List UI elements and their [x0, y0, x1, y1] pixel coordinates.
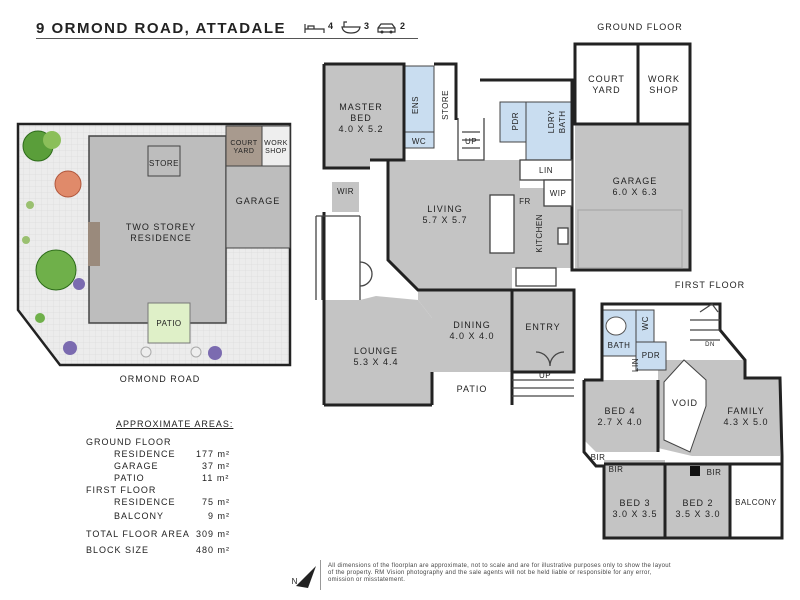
gf-stair-up-label: UP	[464, 137, 478, 146]
gf-wir-label: WIR	[336, 187, 355, 196]
gf-patio	[432, 374, 512, 406]
gf-lounge	[324, 296, 432, 405]
areas-block-label: BLOCK SIZE	[86, 545, 150, 555]
ff-lin-label: LIN	[631, 358, 640, 372]
gf-entry	[512, 290, 574, 372]
ff-bed4-label: BED 4 2.7 X 4.0	[597, 406, 643, 427]
gf-master-bed-label: MASTER BED 4.0 X 5.2	[338, 102, 384, 134]
ff-void	[663, 359, 707, 453]
car-icon	[377, 23, 396, 34]
ff-bed3	[604, 460, 665, 538]
gf-laundry-bath	[525, 101, 573, 161]
gf-dining-label: DINING 4.0 X 4.0	[449, 320, 495, 341]
ff-pdr-label: PDR	[641, 351, 661, 360]
areas-ff-balcony: BALCONY	[114, 511, 165, 521]
gf-wc-label: WC	[411, 137, 427, 146]
north-arrow-icon	[296, 566, 316, 588]
first-floor-heading: FIRST FLOOR	[674, 280, 746, 290]
areas-ff-residence: RESIDENCE	[114, 497, 176, 507]
site-store	[147, 145, 181, 177]
site-garage	[225, 165, 291, 249]
site-residence-text: TWO STOREY RESIDENCE	[125, 222, 197, 243]
site-step	[88, 222, 100, 266]
ff-bath-label: BATH	[607, 341, 631, 350]
gf-living-label: LIVING 5.7 X 5.7	[422, 204, 468, 225]
gf-workshop	[638, 44, 690, 122]
ff-bed3-label: BED 3 3.0 X 3.5	[612, 498, 658, 519]
site-patio	[147, 302, 191, 344]
areas-heading: APPROXIMATE AREAS:	[116, 419, 234, 429]
ff-bir1-label: BIR	[590, 453, 606, 462]
gf-lounge-label: LOUNGE 5.3 X 4.4	[353, 346, 399, 367]
areas-gf-garage: GARAGE	[114, 461, 159, 471]
gf-master-bed	[324, 64, 404, 168]
gf-garage	[575, 124, 690, 269]
ff-family-label: FAMILY 4.3 X 5.0	[723, 406, 769, 427]
title-underline	[36, 38, 418, 39]
gf-dining	[418, 290, 512, 372]
ff-void-label: VOID	[671, 398, 698, 408]
ff-bir2-label: BIR	[608, 465, 624, 474]
gf-wip-label: WIP	[549, 189, 567, 198]
ground-floor-heading: GROUND FLOOR	[597, 22, 683, 32]
approximate-areas-table: APPROXIMATE AREAS: GROUND FLOOR RESIDENC…	[86, 418, 256, 558]
ff-pdr	[635, 341, 667, 371]
gf-workshop-label: WORK SHOP	[648, 74, 680, 95]
ff-balcony	[730, 464, 782, 538]
gf-entry-up-label: UP	[538, 371, 552, 380]
gf-wir	[332, 182, 359, 212]
ff-bir3-label: BIR	[706, 468, 722, 477]
areas-ff-residence-value: 75 m²	[202, 497, 231, 507]
areas-gf-patio: PATIO	[114, 473, 145, 483]
bed-icon	[304, 24, 325, 33]
property-address-title: 9 ORMOND ROAD, ATTADALE	[36, 20, 287, 37]
areas-total-value: 309 m²	[196, 529, 231, 539]
site-workshop-label: WORK SHOP	[264, 140, 288, 155]
bath-count: 3	[364, 21, 370, 31]
gf-courtyard-label: COURT YARD	[588, 74, 625, 95]
gf-fr-label: FR	[519, 197, 531, 206]
street-name: ORMOND ROAD	[119, 374, 201, 384]
gf-garage-label: GARAGE 6.0 X 6.3	[612, 176, 658, 197]
disclaimer-divider	[320, 560, 321, 590]
areas-gf-residence: RESIDENCE	[114, 449, 176, 459]
ff-dn-label: DN	[705, 342, 715, 348]
areas-total-label: TOTAL FLOOR AREA	[86, 529, 190, 539]
gf-patio-label: PATIO	[456, 384, 488, 394]
areas-first-floor: FIRST FLOOR	[86, 485, 157, 495]
areas-ff-balcony-value: 9 m²	[208, 511, 230, 521]
gf-courtyard	[575, 44, 638, 122]
site-courtyard-label: COURT YARD	[230, 140, 258, 155]
site-residence-label: TWO STOREY RESIDENCE	[120, 222, 202, 244]
gf-entry-label: ENTRY	[525, 322, 561, 332]
ff-balcony-label: BALCONY	[735, 498, 777, 507]
site-garage-label: GARAGE	[235, 196, 281, 206]
areas-gf-garage-value: 37 m²	[202, 461, 231, 471]
ff-bir-marker	[690, 466, 700, 476]
car-count: 2	[400, 21, 406, 31]
areas-ground-floor: GROUND FLOOR	[86, 437, 172, 447]
areas-gf-patio-value: 11 m²	[202, 473, 230, 483]
site-patio-label: PATIO	[156, 319, 182, 328]
north-label: N	[291, 577, 299, 586]
ff-wc-label: WC	[641, 316, 650, 331]
site-store-label: STORE	[149, 159, 179, 168]
ff-bed2-label: BED 2 3.5 X 3.0	[675, 498, 721, 519]
bathtub-icon	[341, 21, 361, 34]
areas-gf-residence-value: 177 m²	[196, 449, 231, 459]
site-workshop	[261, 125, 291, 167]
gf-lin-label: LIN	[539, 166, 553, 175]
areas-block-value: 480 m²	[196, 545, 231, 555]
ff-bed2	[665, 464, 730, 538]
gf-living	[388, 160, 572, 290]
disclaimer-text: All dimensions of the floorplan are appr…	[328, 563, 671, 583]
bed-count: 4	[328, 21, 334, 31]
garden-plants	[22, 130, 222, 360]
ff-bed4	[584, 380, 658, 452]
